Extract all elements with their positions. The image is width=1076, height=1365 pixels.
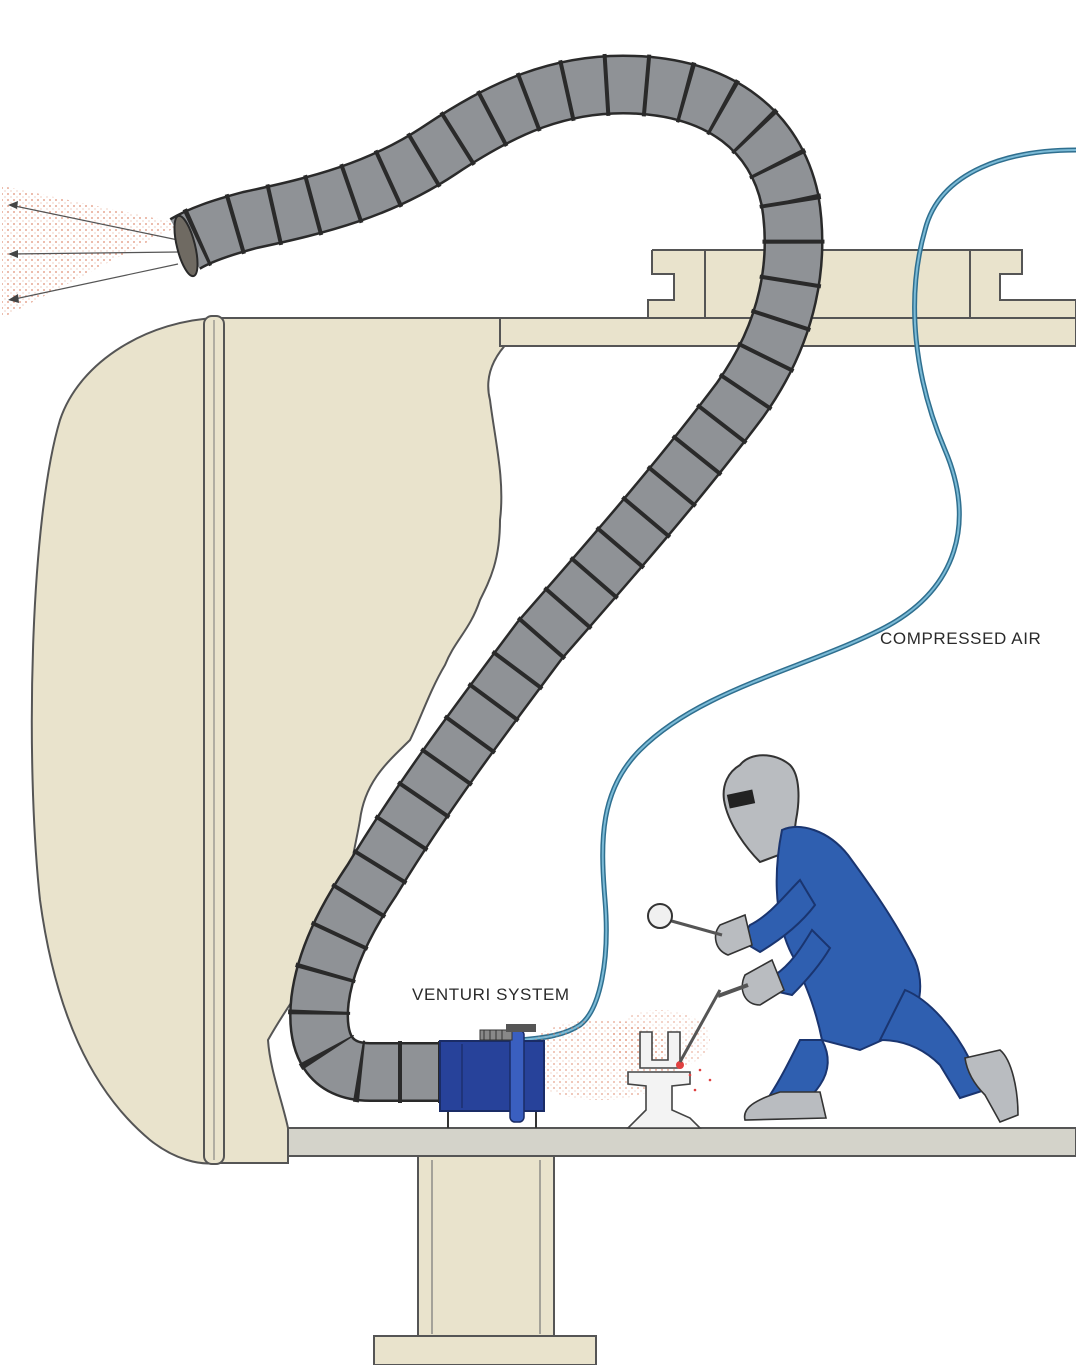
exhaust-plume: [2, 186, 182, 318]
tank-structure: [32, 250, 1076, 1365]
venturi-system-label: VENTURI SYSTEM: [412, 985, 570, 1005]
compressed-air-label: COMPRESSED AIR: [880, 629, 1041, 649]
welder-figure: [648, 755, 1018, 1122]
